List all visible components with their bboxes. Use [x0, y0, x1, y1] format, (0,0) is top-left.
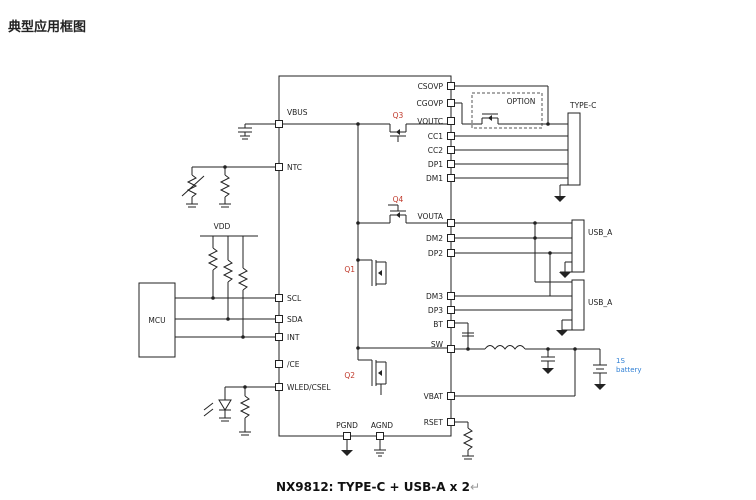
ntc-network [181, 165, 276, 208]
option-label: OPTION [507, 97, 536, 106]
battery-symbol [593, 349, 607, 390]
pin-cgovp [447, 99, 455, 107]
pin-vbus [275, 120, 283, 128]
vbus-net [238, 122, 390, 348]
pin-label-wled-csel: WLED/CSEL [287, 383, 331, 392]
vdd-pullups [200, 235, 258, 337]
pin-label-agnd: AGND [371, 421, 393, 430]
pin-label-rset: RSET [424, 418, 444, 427]
pin-agnd [376, 432, 384, 440]
usb-a-connector-2 [455, 223, 585, 336]
q4-label: Q4 [393, 195, 404, 204]
pin-wled-csel [275, 383, 283, 391]
battery-label: 1S [616, 357, 625, 365]
pin-ntc [275, 163, 283, 171]
page-title: 典型应用框图 [8, 20, 87, 35]
ground-symbols [341, 440, 386, 457]
type-c-connector [455, 112, 581, 202]
pin-bt [447, 320, 455, 328]
pin-scl [275, 294, 283, 302]
pin-label-vbus: VBUS [287, 108, 308, 117]
pin-label-dm1: DM1 [426, 174, 443, 183]
usb-a-label-1: USB_A [588, 228, 613, 237]
usb-a-label-2: USB_A [588, 298, 613, 307]
pin-cc1 [447, 132, 455, 140]
pin-label-vbat: VBAT [424, 392, 444, 401]
pin-label-cc1: CC1 [428, 132, 443, 141]
pin-int [275, 333, 283, 341]
pin-label-dp1: DP1 [428, 160, 443, 169]
q2-label: Q2 [344, 371, 355, 380]
wled-network [203, 385, 276, 436]
pin-label-voutc: VOUTC [417, 117, 443, 126]
pin-voutc [447, 117, 455, 125]
pin-dp3 [447, 306, 455, 314]
q1-label: Q1 [344, 265, 355, 274]
pin-label-dp3: DP3 [428, 306, 443, 315]
pin-vouta [447, 219, 455, 227]
pin-label-bt: BT [433, 320, 443, 329]
pin-label-scl: SCL [287, 294, 302, 303]
vdd-label: VDD [214, 222, 231, 231]
pin-dm3 [447, 292, 455, 300]
pin-label-csovp: CSOVP [418, 82, 444, 91]
pin-label-vouta: VOUTA [417, 212, 443, 221]
sw-net [356, 322, 600, 374]
return-mark-icon: ↵ [469, 480, 481, 494]
pin-label-sw: SW [431, 340, 444, 349]
pin-label-dp2: DP2 [428, 249, 443, 258]
usb-a-connector-1 [455, 219, 585, 278]
pin-label-dm2: DM2 [426, 234, 443, 243]
q1-transistor [356, 258, 387, 286]
vbat-net [455, 347, 577, 397]
pin-label-int: INT [287, 333, 300, 342]
pin-label-cc2: CC2 [428, 146, 443, 155]
caption-text: NX9812: TYPE-C + USB-A x 2 [275, 480, 470, 494]
pin-vbat [447, 392, 455, 400]
pin-sda [275, 315, 283, 323]
pin-dp2 [447, 249, 455, 257]
pin-dm1 [447, 174, 455, 182]
q4-transistor [356, 204, 448, 225]
pin-label-cgovp: CGOVP [417, 99, 444, 108]
pin-sw [447, 345, 455, 353]
pin-dp1 [447, 160, 455, 168]
pin-pgnd [343, 432, 351, 440]
pin-dm2 [447, 234, 455, 242]
pin-ce [275, 360, 283, 368]
ic-body [278, 75, 452, 437]
q3-transistor [389, 123, 448, 142]
pin-cc2 [447, 146, 455, 154]
pin-csovp [447, 82, 455, 90]
pin-label-pgnd: PGND [336, 421, 358, 430]
q2-transistor [358, 359, 387, 395]
pin-label-ce: /CE [287, 360, 300, 369]
battery-sublabel: battery [616, 366, 642, 374]
diagram-caption: NX9812: TYPE-C + USB-A x 2↵ [0, 480, 756, 494]
pin-label-sda: SDA [287, 315, 303, 324]
pin-label-ntc: NTC [287, 163, 302, 172]
option-box [455, 85, 550, 129]
mcu-block [138, 282, 276, 358]
rset-resistor [455, 421, 474, 460]
type-c-label: TYPE-C [569, 101, 596, 110]
pin-label-dm3: DM3 [426, 292, 443, 301]
pin-rset [447, 418, 455, 426]
q3-label: Q3 [393, 111, 404, 120]
mcu-label: MCU [148, 316, 165, 325]
